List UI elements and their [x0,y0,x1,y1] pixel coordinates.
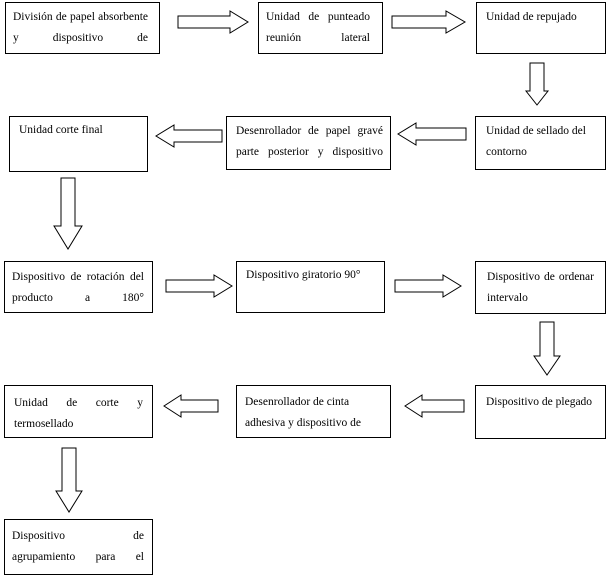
flow-box-paper-unwinder [226,116,391,170]
flow-box-rotator-90 [236,261,385,313]
arrow-down-1 [524,62,550,106]
flow-box-cut-heatseal [4,385,153,438]
flow-box-contour-sealing-label: Unidad de sellado del contorno [486,125,586,158]
arrow-left-2 [155,124,223,148]
arrow-down-4 [55,447,83,513]
flow-box-cut-heatseal-label: Unidad de corte y termosellado [14,397,143,430]
flow-box-final-cut-label: Unidad corte final [19,124,103,136]
arrow-left-1 [397,122,467,146]
arrow-right-4 [394,274,462,298]
flow-box-paper-unwinder-label: Desenrollador de papel gravé parte poste… [236,125,383,158]
flow-box-tape-unwinder-label: Desenrollador de cinta adhesiva y dispos… [245,396,361,429]
flow-box-lateral-dotting-label: Unidad de punteado reunión lateral [266,11,370,44]
flow-box-rotation-180-label: Dispositivo de rotación del producto a 1… [12,271,144,304]
flow-box-paper-division-label: División de papel absorbente y dispositi… [13,11,148,44]
arrow-right-1 [177,10,249,34]
arrow-right-2 [391,10,466,34]
arrow-left-3 [404,394,465,418]
flow-box-embossing-label: Unidad de repujado [486,11,577,23]
flow-box-embossing [476,2,606,54]
flow-box-paper-division [5,2,160,54]
flow-box-interval-sorting [475,261,606,314]
flow-box-lateral-dotting [258,2,383,54]
arrow-right-3 [165,274,233,298]
arrow-left-4 [163,394,219,418]
flow-box-rotator-90-label: Dispositivo giratorio 90° [246,269,361,281]
flow-box-grouping [4,519,153,575]
flow-box-final-cut [9,116,148,172]
flow-box-contour-sealing [475,116,606,170]
flow-box-rotation-180 [4,261,153,313]
flow-box-folding-label: Dispositivo de plegado [486,396,593,408]
arrow-down-3 [533,321,561,376]
flow-box-tape-unwinder [236,385,391,438]
flow-box-folding [475,385,606,439]
arrow-down-2 [53,177,83,250]
flow-box-interval-sorting-label: Dispositivo de ordenar intervalo [487,271,594,304]
flow-box-grouping-label: Dispositivo de agrupamiento para el [12,530,144,563]
